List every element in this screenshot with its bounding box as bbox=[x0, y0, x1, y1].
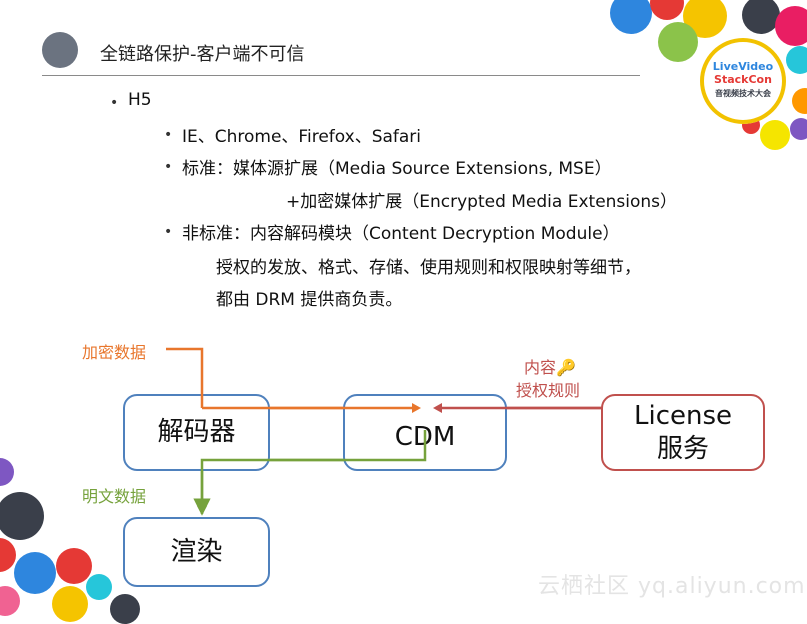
decor-circle bbox=[0, 538, 16, 572]
title-divider bbox=[42, 75, 640, 76]
bullet-dot: • bbox=[110, 95, 119, 111]
nonstandard-detail-line: 授权的发放、格式、存储、使用规则和权限映射等细节， bbox=[216, 258, 641, 278]
flow-arrows bbox=[166, 347, 602, 516]
nonstandard-detail-line: 都由 DRM 提供商负责。 bbox=[216, 290, 403, 310]
decor-circle bbox=[786, 46, 807, 74]
nonstandard-item: 非标准：内容解码模块（Content Decryption Module） bbox=[182, 224, 620, 244]
standard-item: 标准：媒体源扩展（Media Source Extensions, MSE） bbox=[182, 159, 612, 179]
content-key-label: 内容🔑 bbox=[524, 358, 576, 377]
decor-circle bbox=[14, 552, 56, 594]
bullet-dot: • bbox=[164, 127, 173, 143]
encrypted-data-label: 加密数据 bbox=[82, 343, 147, 362]
plain-data-label: 明文数据 bbox=[82, 487, 147, 506]
decor-circle bbox=[86, 574, 112, 600]
cdm-label: CDM bbox=[394, 422, 456, 453]
license-service-box: License 服务 bbox=[601, 394, 765, 471]
decoder-box: 解码器 bbox=[123, 394, 270, 471]
bullet-dot: • bbox=[164, 159, 173, 175]
cdm-box: CDM bbox=[343, 394, 507, 471]
logo-line-1: LiveVideo bbox=[712, 60, 774, 73]
browser-list: IE、Chrome、Firefox、Safari bbox=[182, 127, 422, 147]
license-service-label: 服务 bbox=[656, 433, 709, 464]
decor-circle bbox=[0, 458, 14, 486]
standard-item-continued: +加密媒体扩展（Encrypted Media Extensions） bbox=[286, 192, 678, 212]
decoder-label: 解码器 bbox=[157, 417, 236, 448]
decor-circle bbox=[792, 88, 807, 114]
license-label: License bbox=[633, 401, 733, 431]
logo-line-2: StackCon bbox=[714, 73, 772, 86]
page-title: 全链路保护-客户端不可信 bbox=[100, 44, 305, 65]
decor-circle bbox=[760, 120, 790, 150]
decor-circle bbox=[0, 492, 44, 540]
conference-logo: LiveVideo StackCon 音视频技术大会 bbox=[700, 38, 786, 124]
logo-line-3: 音视频技术大会 bbox=[715, 89, 771, 98]
watermark: 云栖社区 yq.aliyun.com bbox=[538, 574, 806, 599]
authorization-rules-label: 授权规则 bbox=[516, 381, 581, 400]
render-box: 渲染 bbox=[123, 517, 270, 587]
decor-circle bbox=[775, 6, 807, 46]
bullet-dot: • bbox=[164, 224, 173, 240]
h5-heading: H5 bbox=[128, 90, 152, 110]
title-bubble-icon bbox=[42, 32, 78, 68]
decor-circle bbox=[650, 0, 684, 20]
render-label: 渲染 bbox=[170, 536, 223, 567]
decor-circle bbox=[790, 118, 807, 140]
decor-circle bbox=[658, 22, 698, 62]
decor-circle bbox=[56, 548, 92, 584]
decor-circle bbox=[742, 0, 780, 34]
decor-circle bbox=[610, 0, 652, 34]
